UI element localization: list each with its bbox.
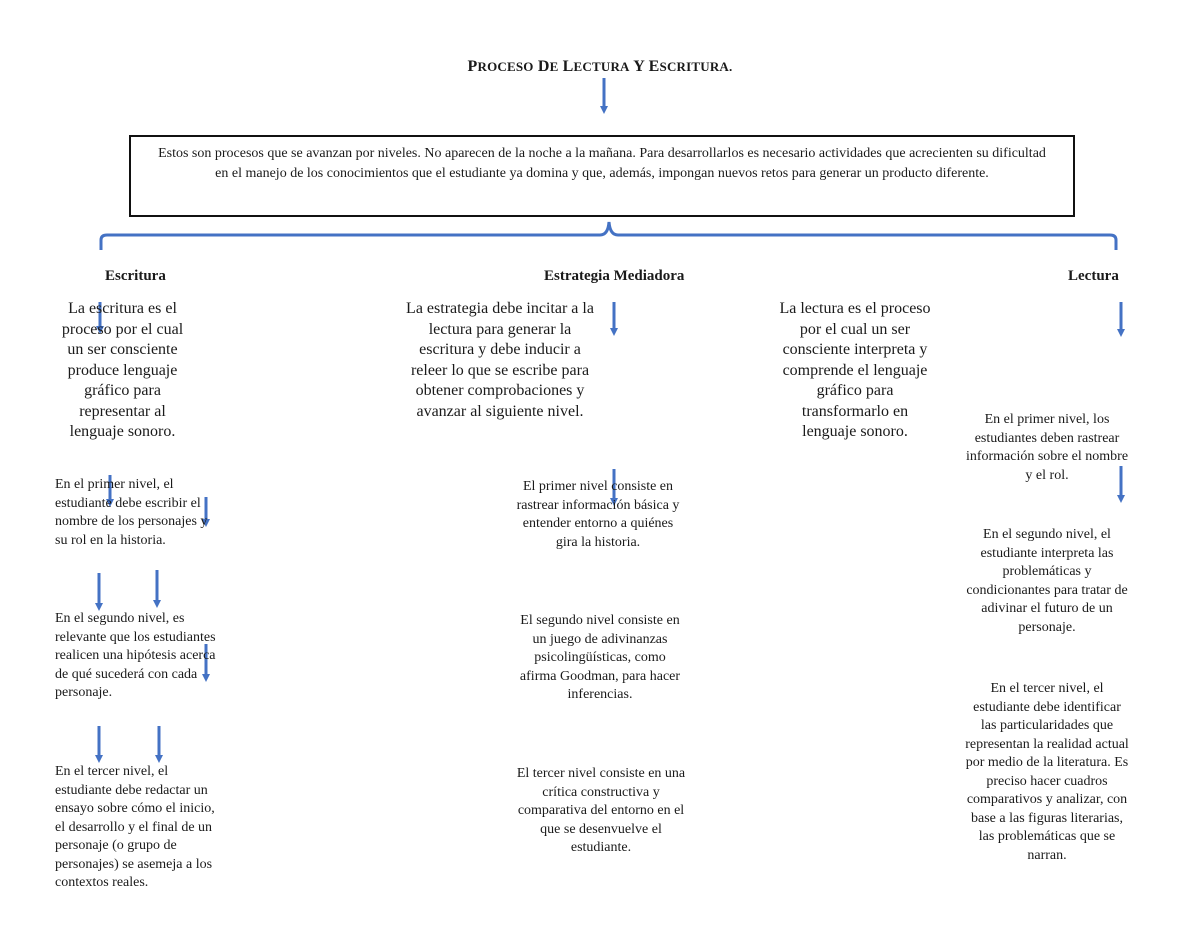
escritura-definition: La escritura es el proceso por el cual u…	[61, 300, 184, 440]
heading-estrategia: Estrategia Mediadora	[544, 268, 685, 284]
lectura-definition: La lectura es el proceso por el cual un …	[779, 300, 931, 440]
escritura-level-3: En el tercer nivel, el estudiante debe r…	[55, 764, 215, 890]
heading-escritura: Escritura	[105, 268, 166, 284]
diagram-title: PROCESO DE LECTURA Y ESCRITURA.	[467, 58, 733, 75]
heading-lectura: Lectura	[1068, 268, 1119, 284]
estrategia-level-2: El segundo nivel consiste en un juego de…	[519, 613, 681, 702]
branch-bracket	[99, 221, 1118, 250]
intro-text: Estos son procesos que se avanzan por ni…	[158, 146, 1046, 181]
intro-box: Estos son procesos que se avanzan por ni…	[129, 135, 1075, 217]
escritura-level-2: En el segundo nivel, es relevante que lo…	[55, 611, 216, 700]
lectura-level-3: En el tercer nivel, el estudiante debe i…	[965, 681, 1129, 863]
escritura-level-1: En el primer nivel, el estudiante debe e…	[55, 477, 208, 548]
lectura-level-2: En el segundo nivel, el estudiante inter…	[966, 527, 1128, 635]
estrategia-definition: La estrategia debe incitar a la lectura …	[406, 300, 594, 420]
lectura-level-1: En el primer nivel, los estudiantes debe…	[965, 412, 1129, 483]
estrategia-level-3: El tercer nivel consiste en una crítica …	[516, 766, 686, 855]
estrategia-level-1: El primer nivel consiste en rastrear inf…	[516, 479, 680, 550]
